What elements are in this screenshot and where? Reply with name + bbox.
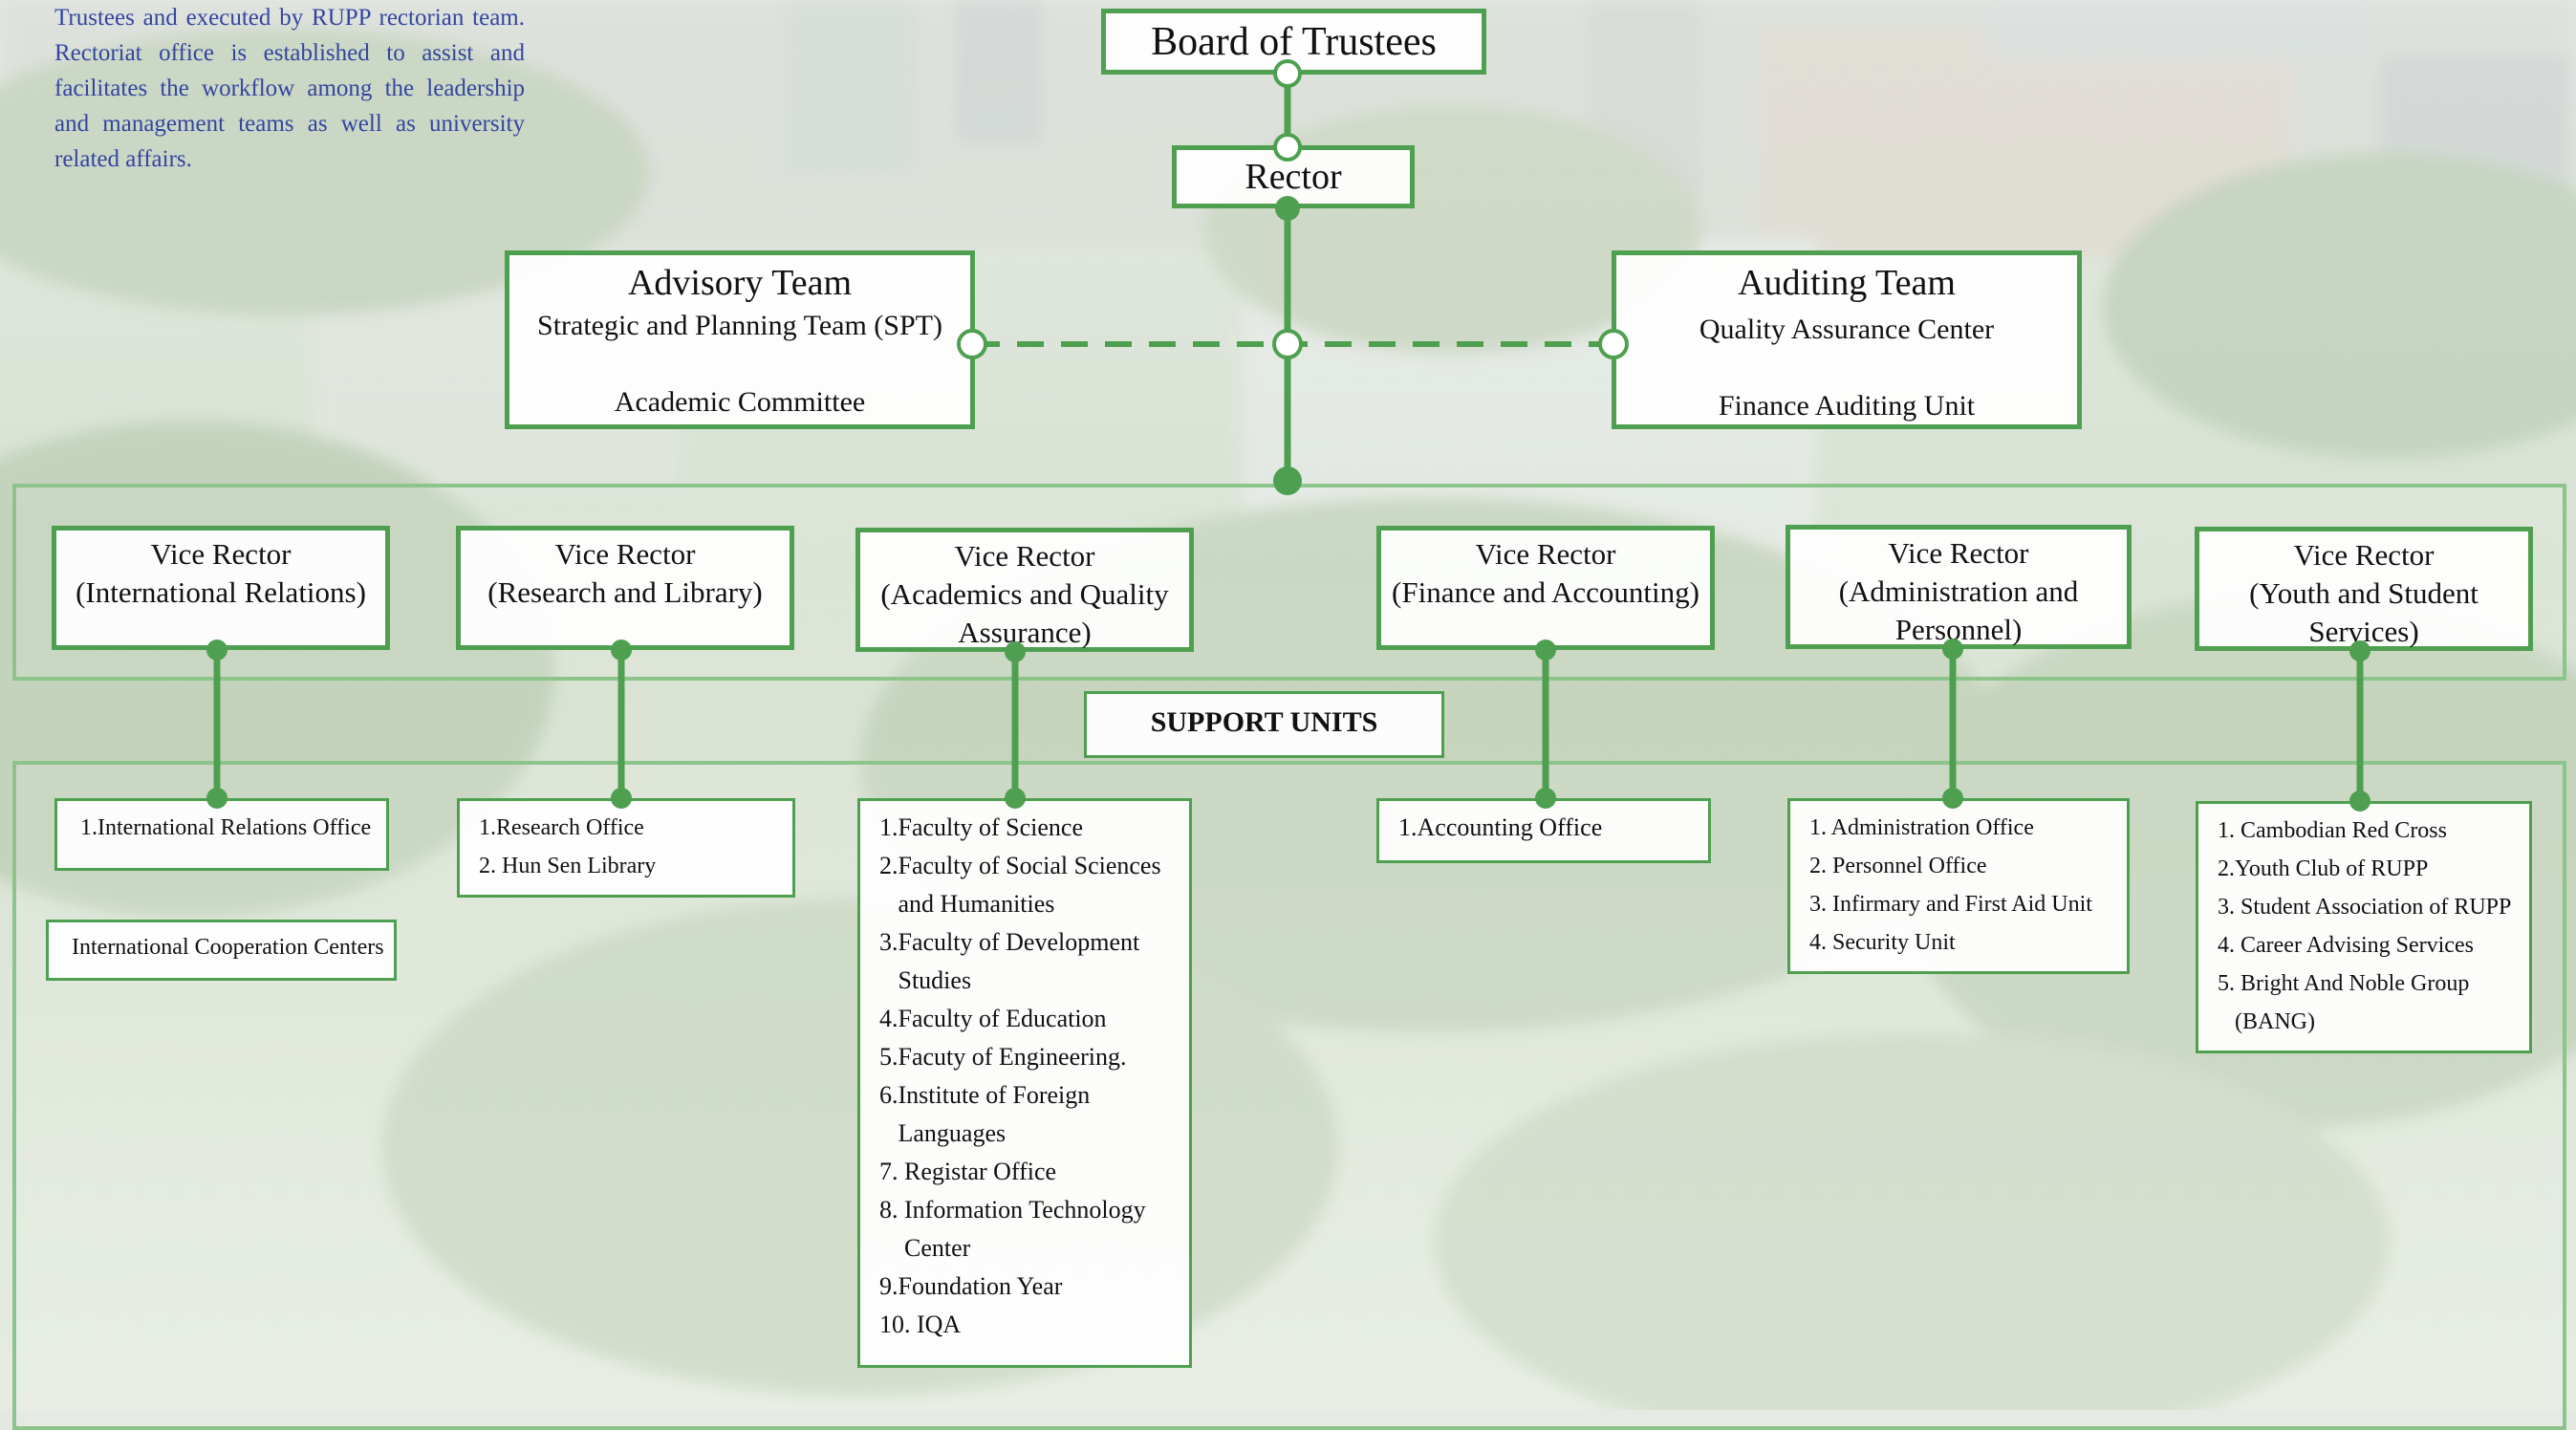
- vice-rector-line: (Research and Library): [487, 575, 763, 609]
- unit-item: 1. Administration Office: [1809, 815, 2034, 840]
- rector-label: Rector: [1245, 157, 1342, 197]
- vice-rector-line: (Academics and Quality: [880, 577, 1169, 611]
- advisory-item: Academic Committee: [614, 386, 866, 418]
- vice-rector-line: Services): [2308, 615, 2419, 648]
- unit-item: 3.Faculty of Development: [879, 928, 1140, 956]
- unit-item: 9.Foundation Year: [879, 1272, 1063, 1300]
- finance-accounting-units: 1.Accounting Office: [1376, 798, 1711, 863]
- international-relations-units: 1.International Relations Office: [54, 798, 389, 871]
- intro-paragraph: Trustees and executed by RUPP rectorian …: [54, 0, 525, 177]
- unit-item: 6.Institute of Foreign: [879, 1081, 1091, 1109]
- unit-item: 1. Cambodian Red Cross: [2218, 818, 2447, 843]
- administration-personnel-units: 1. Administration Office 2. Personnel Of…: [1787, 798, 2130, 974]
- unit-item: (BANG): [2218, 1009, 2315, 1034]
- vice-rector-line: Vice Rector: [1475, 537, 1616, 571]
- vice-rector-line: Assurance): [958, 616, 1092, 649]
- unit-item: Studies: [879, 966, 972, 994]
- unit-item: 4.Faculty of Education: [879, 1005, 1107, 1032]
- advisory-team-title: Advisory Team: [627, 263, 853, 303]
- rector-box: Rector: [1172, 145, 1415, 208]
- vice-rector-youth-student-services: Vice Rector (Youth and Student Services): [2195, 527, 2533, 651]
- board-of-trustees-label: Board of Trustees: [1151, 20, 1437, 64]
- unit-item: 1.International Relations Office: [80, 815, 372, 840]
- unit-item: 4. Security Unit: [1809, 930, 1956, 955]
- unit-item: 4. Career Advising Services: [2218, 933, 2474, 958]
- unit-item: 2. Hun Sen Library: [479, 854, 657, 878]
- unit-item: 2. Personnel Office: [1809, 854, 1987, 878]
- vice-rector-academics-quality-assurance: Vice Rector (Academics and Quality Assur…: [855, 528, 1194, 652]
- vice-rector-research-library: Vice Rector (Research and Library): [456, 526, 794, 650]
- research-library-units: 1.Research Office 2. Hun Sen Library: [457, 798, 795, 898]
- vice-rector-line: Personnel): [1894, 613, 2023, 646]
- unit-item: 5. Bright And Noble Group: [2218, 971, 2470, 996]
- support-units-text: SUPPORT UNITS: [1150, 706, 1378, 738]
- support-units-band: [12, 761, 2566, 1430]
- vice-rector-international-relations: Vice Rector (International Relations): [52, 526, 390, 650]
- auditing-team-title: Auditing Team: [1738, 263, 1956, 303]
- vice-rector-line: Vice Rector: [2293, 538, 2435, 572]
- vice-rector-band: [12, 484, 2566, 681]
- unit-item: 3. Student Association of RUPP: [2218, 895, 2512, 920]
- vice-rector-line: Vice Rector: [554, 537, 696, 571]
- unit-item: 2.Faculty of Social Sciences: [879, 852, 1161, 879]
- board-of-trustees-box: Board of Trustees: [1101, 9, 1486, 75]
- unit-item: 7. Registar Office: [879, 1158, 1057, 1185]
- unit-item: 2.Youth Club of RUPP: [2218, 856, 2429, 881]
- advisory-item: Strategic and Planning Team (SPT): [537, 310, 942, 341]
- unit-item: Languages: [879, 1119, 1007, 1147]
- unit-item: 1.Research Office: [479, 815, 644, 840]
- unit-item: 10. IQA: [879, 1311, 962, 1338]
- intro-line: leadership and management teams as well …: [54, 76, 526, 137]
- intro-line: university related affairs.: [54, 111, 526, 172]
- vice-rector-administration-personnel: Vice Rector (Administration and Personne…: [1786, 525, 2132, 649]
- academics-units: 1.Faculty of Science 2.Faculty of Social…: [857, 798, 1192, 1368]
- intro-line: Trustees and executed by RUPP rectorian: [54, 5, 465, 31]
- vice-rector-finance-accounting: Vice Rector (Finance and Accounting): [1376, 526, 1715, 650]
- vice-rector-line: (Finance and Accounting): [1392, 575, 1699, 609]
- unit-item: 3. Infirmary and First Aid Unit: [1809, 892, 2092, 917]
- vice-rector-line: (International Relations): [76, 575, 366, 609]
- support-units-label: SUPPORT UNITS: [1084, 691, 1444, 758]
- vice-rector-line: (Youth and Student: [2249, 576, 2479, 610]
- unit-item: 8. Information Technology: [879, 1196, 1146, 1224]
- vice-rector-line: (Administration and: [1838, 574, 2079, 608]
- unit-item: and Humanities: [879, 890, 1055, 918]
- auditing-item: Quality Assurance Center: [1699, 314, 1995, 345]
- auditing-item: Finance Auditing Unit: [1718, 390, 1976, 422]
- vice-rector-line: Vice Rector: [1888, 536, 2029, 570]
- vice-rector-line: Vice Rector: [150, 537, 292, 571]
- unit-item: 5.Facuty of Engineering.: [879, 1043, 1127, 1071]
- intro-line: team. Rectoriat office is established to…: [54, 5, 525, 66]
- unit-item: 1.Faculty of Science: [879, 813, 1083, 841]
- international-cooperation-centers-box: International Cooperation Centers: [46, 920, 397, 981]
- vice-rector-line: Vice Rector: [954, 539, 1095, 573]
- unit-item: 1.Accounting Office: [1398, 813, 1603, 841]
- advisory-team-box: Advisory Team Strategic and Planning Tea…: [505, 250, 975, 429]
- unit-item: International Cooperation Centers: [72, 935, 384, 960]
- unit-item: Center: [879, 1234, 971, 1262]
- auditing-team-box: Auditing Team Quality Assurance Center F…: [1612, 250, 2082, 429]
- youth-student-services-units: 1. Cambodian Red Cross 2.Youth Club of R…: [2196, 801, 2532, 1053]
- intro-line: and facilitates the workflow among the: [54, 40, 526, 101]
